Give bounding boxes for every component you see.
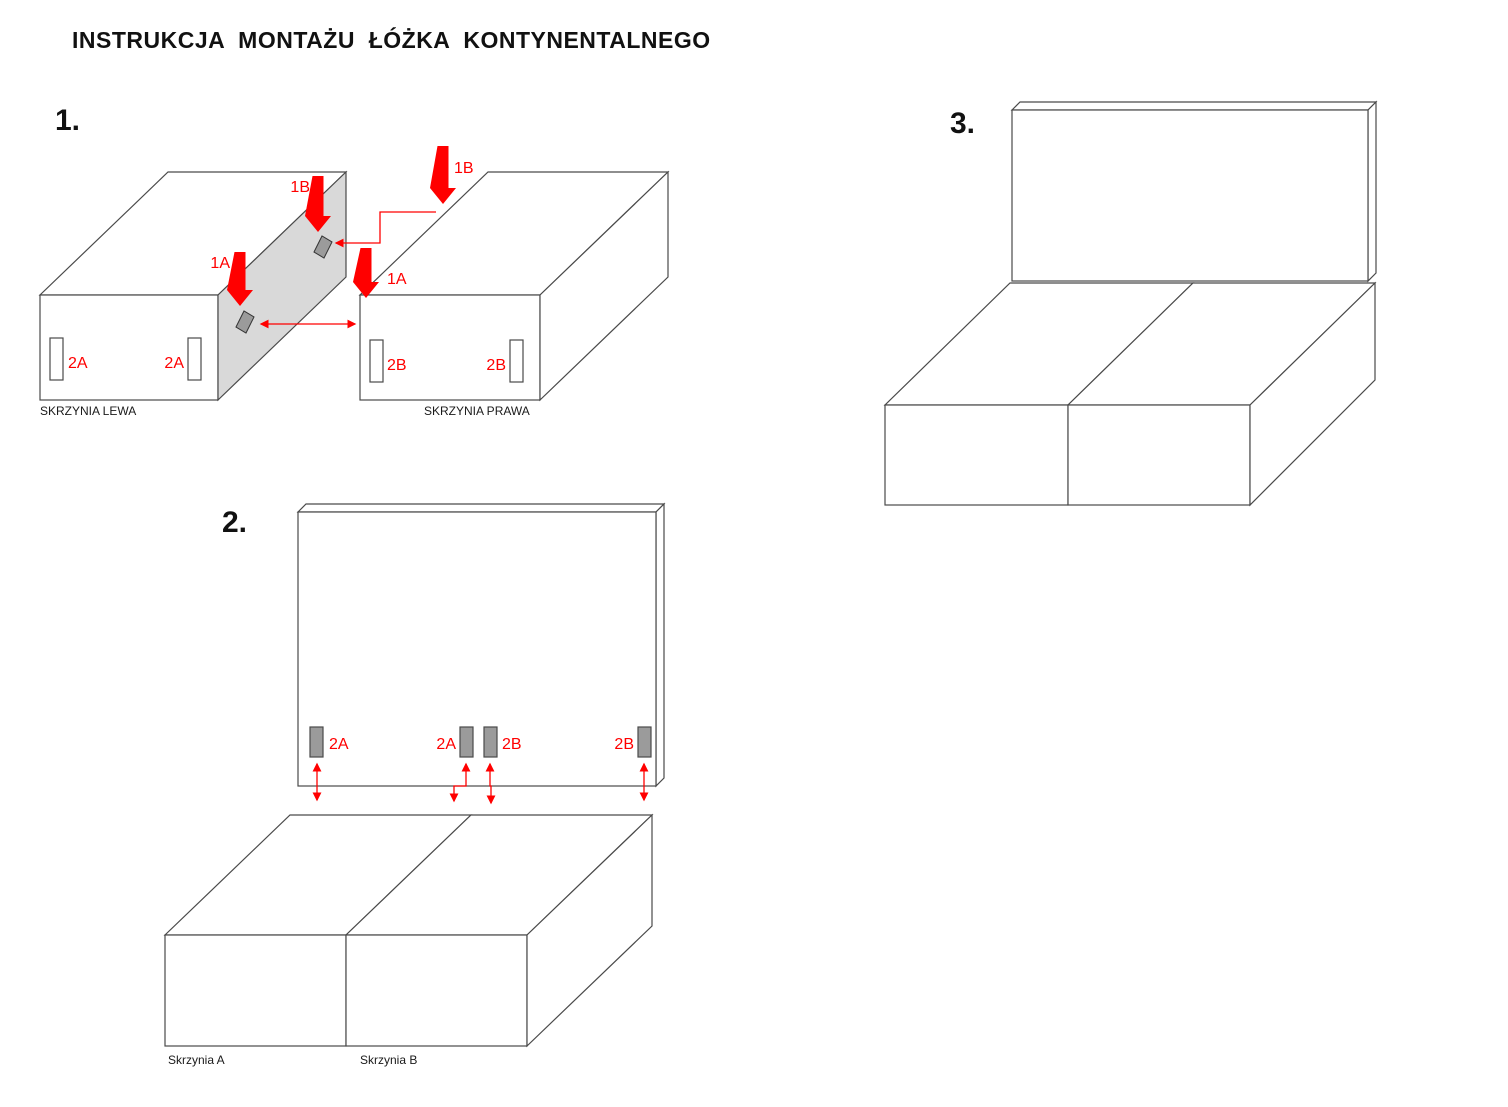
- bed-right-box-front-face: [1067, 404, 1251, 506]
- panel-label-2b-1: 2B: [502, 736, 522, 753]
- panel-label-2a-2: 2A: [436, 736, 456, 753]
- block-arrow-1a-right: [353, 248, 379, 298]
- step1-number: 1.: [55, 104, 80, 137]
- box-a-caption: Skrzynia A: [168, 1053, 225, 1067]
- step2-diagram: 2. 2A 2A 2B 2B: [163, 502, 666, 1067]
- panel-side-edge: [655, 502, 665, 788]
- panel-connector-slots: [309, 726, 652, 758]
- panel-slot-2b-1: [483, 726, 498, 758]
- panel-slot-2a-1: [309, 726, 324, 758]
- connector-slot-2b-left: [369, 339, 384, 383]
- box-b-side-face: [526, 813, 653, 1048]
- connector-slot-2b-right: [509, 339, 524, 383]
- connector-diamond-1a: [235, 310, 255, 334]
- step2-labels: 2A 2A 2B 2B: [329, 736, 634, 753]
- block-arrow-1b-right: [430, 146, 456, 204]
- label-2a-1: 2A: [68, 355, 88, 372]
- right-box-caption: SKRZYNIA PRAWA: [424, 404, 530, 418]
- connector-slot-2a-left: [49, 337, 64, 381]
- label-1b-right: 1B: [454, 160, 474, 177]
- headboard-front-face: [1011, 109, 1369, 282]
- panel-front-face: [297, 511, 657, 787]
- bed-right-box-side-face: [1249, 281, 1376, 507]
- step1-connector-lines: [259, 211, 436, 329]
- step2-alignment-arrows: [312, 762, 649, 805]
- label-2a-2: 2A: [164, 355, 184, 372]
- left-box-caption: SKRZYNIA LEWA: [40, 404, 136, 418]
- box-b-front-face: [345, 934, 528, 1047]
- step2-captions: Skrzynia A Skrzynia B: [168, 1053, 417, 1067]
- block-arrow-1b-left: [305, 176, 331, 232]
- step1-diagram: 1.: [38, 104, 670, 418]
- block-arrow-1a-left: [227, 252, 253, 306]
- right-box-side-face: [539, 170, 669, 402]
- align-arrow-3: [485, 762, 496, 805]
- step3-diagram: 3.: [883, 100, 1378, 507]
- connector-slot-2a-right: [187, 337, 202, 381]
- label-1b-left: 1B: [290, 179, 310, 196]
- align-arrow-2: [449, 762, 471, 803]
- step3-number: 3.: [950, 107, 975, 140]
- step2-headboard-panel: [296, 502, 666, 788]
- left-box-side-face-shaded: [217, 170, 347, 402]
- panel-top-edge: [296, 503, 666, 513]
- panel-slot-2b-2: [637, 726, 652, 758]
- box-b-caption: Skrzynia B: [360, 1053, 417, 1067]
- panel-slot-2a-2: [459, 726, 474, 758]
- box-a-front-face: [164, 934, 347, 1047]
- headboard-top-edge: [1010, 101, 1378, 111]
- step2-base-boxes: [163, 813, 654, 1048]
- panel-label-2b-2: 2B: [614, 736, 634, 753]
- panel-label-2a-1: 2A: [329, 736, 349, 753]
- connector-line-1b: [334, 211, 436, 248]
- page-title: INSTRUKCJA MONTAŻU ŁÓŻKA KONTYNENTALNEGO: [72, 26, 711, 53]
- step1-boxes: [38, 170, 670, 402]
- label-2b-1: 2B: [387, 357, 407, 374]
- label-1a-left: 1A: [210, 255, 230, 272]
- step1-labels: 1A 1B 1B 1A 2A 2A 2B 2B: [68, 160, 506, 374]
- connector-diamond-1b: [313, 235, 333, 259]
- step2-number: 2.: [222, 506, 247, 539]
- step3-assembled-bed: [883, 100, 1378, 507]
- step1-connector-diamonds: [235, 235, 333, 334]
- headboard-side-edge: [1367, 100, 1377, 283]
- bed-left-box-front-face: [884, 404, 1069, 506]
- step1-block-arrows: [227, 146, 456, 306]
- step1-captions: SKRZYNIA LEWA SKRZYNIA PRAWA: [40, 404, 530, 418]
- label-2b-2: 2B: [486, 357, 506, 374]
- label-1a-right: 1A: [387, 271, 407, 288]
